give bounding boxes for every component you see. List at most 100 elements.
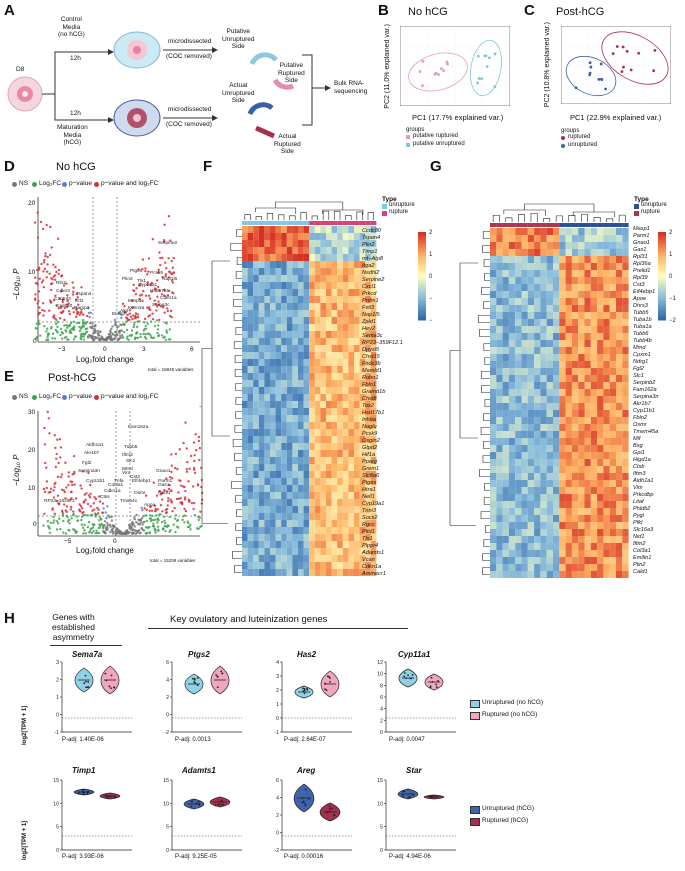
heatmap-cell bbox=[365, 240, 371, 247]
volcano-point bbox=[131, 520, 134, 524]
heatmap-cell bbox=[264, 289, 270, 296]
heatmap-cell bbox=[326, 282, 332, 289]
heatmap-cell bbox=[303, 562, 310, 569]
violin-point bbox=[113, 686, 116, 689]
pca-c-point-unruptured bbox=[597, 78, 601, 81]
volcano-point bbox=[111, 333, 115, 336]
panel-f-gene-label: Hif1a bbox=[362, 452, 376, 458]
heatmap-cell bbox=[354, 485, 360, 492]
heatmap-cell bbox=[370, 345, 377, 352]
volcano-point bbox=[135, 316, 138, 319]
type-bar-cell bbox=[584, 223, 591, 227]
heatmap-cell bbox=[275, 254, 282, 261]
heatmap-cell bbox=[253, 513, 259, 520]
microdissected-top: microdissected bbox=[168, 38, 212, 45]
colorbar-segment bbox=[658, 278, 666, 281]
violin-point bbox=[196, 684, 199, 687]
heatmap-cell bbox=[540, 557, 547, 564]
violin-point bbox=[434, 795, 437, 797]
heatmap-cell bbox=[365, 534, 371, 541]
colorbar-segment bbox=[658, 313, 666, 317]
heatmap-cell bbox=[597, 361, 604, 368]
heatmap-cell bbox=[342, 499, 349, 506]
volcano-point bbox=[168, 475, 172, 479]
heatmap-cell bbox=[331, 226, 338, 233]
heatmap-cell bbox=[622, 529, 629, 536]
heatmap-cell bbox=[540, 501, 547, 508]
heatmap-cell bbox=[534, 382, 541, 389]
heatmap-cell bbox=[540, 263, 547, 270]
heatmap-cell bbox=[253, 240, 259, 247]
heatmap-cell bbox=[590, 543, 598, 550]
volcano-point bbox=[104, 531, 107, 535]
volcano-point bbox=[109, 338, 113, 342]
heatmap-cell bbox=[546, 487, 553, 494]
heatmap-cell bbox=[515, 459, 522, 466]
volcano-point bbox=[85, 492, 88, 495]
volcano-point bbox=[47, 417, 50, 420]
heatmap-cell bbox=[281, 548, 287, 555]
heatmap-cell bbox=[242, 359, 248, 366]
heatmap-cell bbox=[534, 501, 541, 508]
heatmap-cell bbox=[365, 373, 371, 380]
volcano-point bbox=[162, 294, 166, 297]
heatmap-cell bbox=[258, 310, 265, 317]
heatmap-cell bbox=[292, 555, 298, 562]
row-dendrogram bbox=[201, 229, 242, 573]
heatmap-cell bbox=[370, 562, 377, 569]
heatmap-cell bbox=[571, 431, 579, 438]
heatmap-cell bbox=[571, 515, 579, 522]
heatmap-cell bbox=[331, 506, 338, 513]
heatmap-cell bbox=[603, 515, 610, 522]
heatmap-cell bbox=[546, 571, 553, 578]
heatmap-cell bbox=[253, 261, 259, 268]
heatmap-cell bbox=[616, 438, 623, 445]
heatmap-cell bbox=[616, 326, 623, 333]
heatmap-cell bbox=[616, 424, 623, 431]
heatmap-cell bbox=[247, 240, 254, 247]
heatmap-cell bbox=[559, 396, 566, 403]
heatmap-cell bbox=[559, 256, 566, 263]
volcano-point bbox=[140, 506, 143, 509]
heatmap-cell bbox=[496, 410, 503, 417]
heatmap-cell bbox=[247, 289, 254, 296]
volcano-point bbox=[52, 489, 55, 492]
colorbar-segment bbox=[658, 284, 666, 288]
heatmap-cell bbox=[508, 368, 516, 375]
heatmap-cell bbox=[515, 284, 522, 291]
pca-b-point-unruptured bbox=[477, 77, 481, 80]
heatmap-cell bbox=[597, 557, 604, 564]
heatmap-cell bbox=[590, 326, 598, 333]
volcano-point bbox=[151, 317, 155, 321]
violin-point bbox=[403, 672, 406, 674]
heatmap-cell bbox=[578, 354, 585, 361]
volcano-d-gene-label: C1qtnf3 bbox=[54, 296, 71, 302]
heatmap-cell bbox=[609, 473, 616, 480]
heatmap-cell bbox=[264, 324, 270, 331]
volcano-point bbox=[145, 519, 149, 523]
volcano-point bbox=[59, 327, 63, 331]
heatmap-cell bbox=[359, 492, 366, 499]
heatmap-cell bbox=[515, 368, 522, 375]
volcano-point bbox=[135, 287, 138, 290]
heatmap-cell bbox=[502, 340, 509, 347]
panel-g-gene-label: Tubb6 bbox=[633, 331, 649, 337]
panel-e-ytick-30: 30 bbox=[28, 409, 36, 416]
heatmap-cell bbox=[298, 408, 304, 415]
panel-f-gene-label: Cdkn1a bbox=[362, 564, 382, 570]
volcano-point bbox=[141, 516, 144, 520]
heatmap-cell bbox=[303, 226, 310, 233]
heatmap-cell bbox=[337, 366, 343, 373]
violin-tick-label: 10 bbox=[377, 672, 383, 678]
heatmap-cell bbox=[534, 494, 541, 501]
heatmap-cell bbox=[354, 275, 360, 282]
heatmap-cell bbox=[496, 466, 503, 473]
heatmap-cell bbox=[490, 228, 497, 235]
heatmap-cell bbox=[258, 541, 265, 548]
violin-point bbox=[301, 797, 304, 800]
heatmap-cell bbox=[342, 450, 349, 457]
heatmap-cell bbox=[258, 289, 265, 296]
volcano-point bbox=[80, 518, 83, 522]
heatmap-cell bbox=[337, 275, 343, 282]
heatmap-cell bbox=[258, 408, 265, 415]
